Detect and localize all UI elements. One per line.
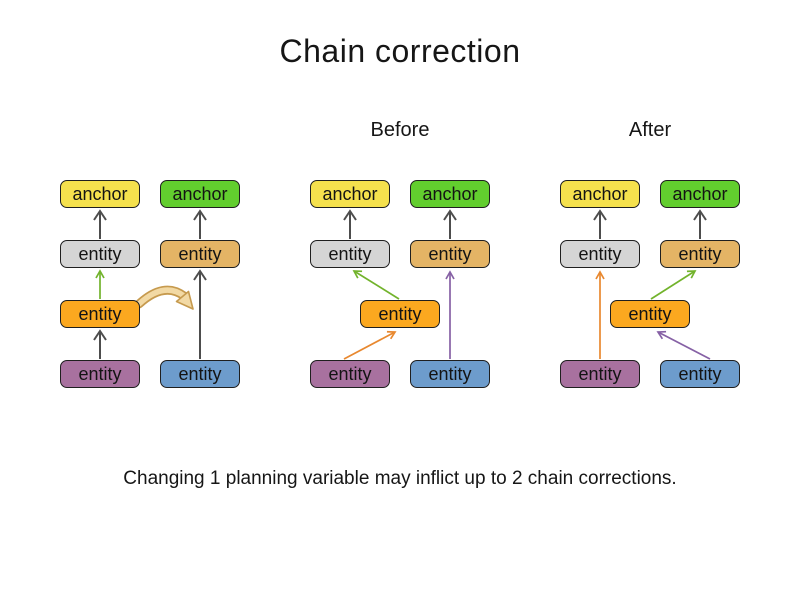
anchor-box-yellow: anchor — [310, 180, 390, 208]
page-title: Chain correction — [279, 33, 521, 69]
entity-box-orange: entity — [610, 300, 690, 328]
anchor-box-green: anchor — [410, 180, 490, 208]
arrow-orange-to-tan — [650, 270, 697, 300]
entity-box-gray: entity — [560, 240, 640, 268]
arrow-blue-to-orange — [656, 330, 711, 360]
arrow-purple-to-orange — [343, 330, 397, 360]
entity-box-purple: entity — [310, 360, 390, 388]
entity-box-tan: entity — [410, 240, 490, 268]
entity-box-blue: entity — [410, 360, 490, 388]
arrow-orange-to-gray — [352, 270, 400, 300]
before-group-label: Before — [370, 119, 430, 141]
entity-box-purple: entity — [60, 360, 140, 388]
entity-box-blue: entity — [160, 360, 240, 388]
anchor-box-green: anchor — [160, 180, 240, 208]
move-arrow-head — [175, 290, 194, 310]
move-arrow-body — [136, 287, 187, 307]
entity-box-gray: entity — [310, 240, 390, 268]
entity-box-gray: entity — [60, 240, 140, 268]
anchor-box-yellow: anchor — [560, 180, 640, 208]
entity-box-blue: entity — [660, 360, 740, 388]
entity-box-tan: entity — [160, 240, 240, 268]
anchor-box-yellow: anchor — [60, 180, 140, 208]
entity-box-orange: entity — [60, 300, 140, 328]
entity-box-orange: entity — [360, 300, 440, 328]
caption-text: Changing 1 planning variable may inflict… — [123, 468, 677, 489]
entity-box-purple: entity — [560, 360, 640, 388]
entity-box-tan: entity — [660, 240, 740, 268]
after-group-label: After — [628, 119, 672, 141]
anchor-box-green: anchor — [660, 180, 740, 208]
